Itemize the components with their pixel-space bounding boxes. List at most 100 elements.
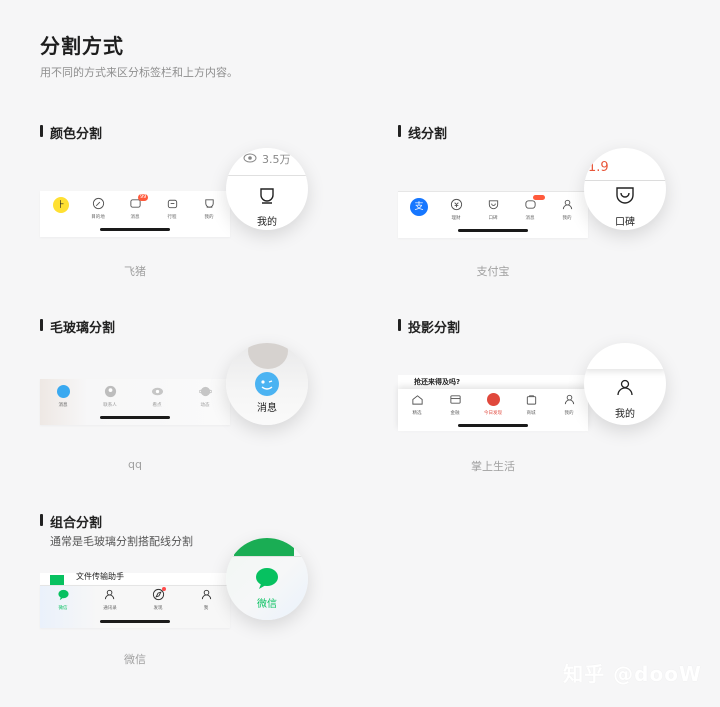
banner-text: 抢还来得及吗? <box>414 378 461 386</box>
caption-alipay: 支付宝 <box>476 265 510 278</box>
caption-qq: qq <box>128 458 142 471</box>
zoom-label: 我的 <box>257 217 277 228</box>
message-icon <box>524 200 536 209</box>
user-icon <box>617 379 633 396</box>
contacts-icon <box>104 385 116 398</box>
page-title: 分割方式 <box>40 34 124 58</box>
view-count: 3.5万 <box>262 153 291 166</box>
alipay-zoom-circle: 1.9 口碑 <box>584 148 666 230</box>
divider-line <box>584 180 666 181</box>
message-icon <box>129 199 141 208</box>
shadow-strip <box>584 343 666 369</box>
tab-label: 口碑 <box>488 215 498 221</box>
user-icon <box>204 199 214 208</box>
tab-destination[interactable]: 目的地 <box>83 197 113 220</box>
qq-tabbar: 消息 联系人 看点 动态 <box>40 379 230 425</box>
qq-zoom-circle: 消息 <box>226 343 308 425</box>
bag-icon <box>526 395 536 405</box>
home-indicator <box>458 229 528 232</box>
home-icon <box>411 395 423 405</box>
tab-trip[interactable]: 行程 <box>157 197 187 220</box>
divider <box>226 175 308 176</box>
tab-label: 金融 <box>450 410 460 416</box>
tab-discover[interactable]: 发现 <box>143 587 173 611</box>
zoom-label: 口碑 <box>615 217 635 228</box>
tab-label: 发现 <box>153 605 163 611</box>
tab-messages[interactable]: 消息 <box>48 385 78 408</box>
tab-finance[interactable]: 金融 <box>440 393 470 416</box>
chat-bubble-icon <box>57 589 69 601</box>
wechat-zoom-circle: 微信 <box>226 538 308 620</box>
tab-label: 动态 <box>200 402 210 408</box>
section-title-combo: 组合分割 <box>40 512 102 531</box>
qq-message-icon <box>56 385 70 398</box>
tab-home[interactable]: 支 <box>404 198 434 216</box>
tab-featured[interactable]: 精选 <box>402 393 432 416</box>
home-indicator <box>100 620 170 623</box>
alipay-tabbar: 支 理财 口碑 消息 我的 <box>398 191 588 238</box>
caption-cmb: 掌上生活 <box>471 460 515 473</box>
section-subtitle-combo: 通常是毛玻璃分割搭配线分割 <box>50 535 193 548</box>
section-title-shadow: 投影分割 <box>398 317 460 336</box>
coin-icon <box>450 198 462 211</box>
tab-discover[interactable]: 今日发现 <box>478 393 508 416</box>
zoom-label: 微信 <box>257 599 277 610</box>
tab-label: 我的 <box>562 215 572 221</box>
tab-koubei[interactable]: 口碑 <box>478 198 508 221</box>
tab-label: 理财 <box>451 215 461 221</box>
price-text: 1.9 <box>588 160 609 175</box>
tab-contacts[interactable]: 通讯录 <box>95 588 125 611</box>
tab-label: 我 <box>203 605 209 611</box>
tab-label: 行程 <box>167 214 177 220</box>
tab-messages[interactable]: 消息 <box>515 195 545 221</box>
tab-me[interactable]: 我的 <box>194 197 224 220</box>
caption-wechat: 微信 <box>124 653 146 666</box>
home-indicator <box>100 416 170 419</box>
tab-wealth[interactable]: 理财 <box>441 198 471 221</box>
section-title-color: 颜色分割 <box>40 123 102 142</box>
tab-chats[interactable]: 微信 <box>48 588 78 611</box>
tab-label: 消息 <box>130 214 140 220</box>
tab-contacts[interactable]: 联系人 <box>95 385 125 408</box>
message-badge: 99 <box>138 194 149 201</box>
tab-me[interactable]: 我的 <box>554 393 584 416</box>
chat-bubble-icon <box>256 568 278 589</box>
chat-avatar-peek <box>234 538 294 556</box>
tab-label: 今日发现 <box>483 410 502 416</box>
tab-kandian[interactable]: 看点 <box>142 385 172 408</box>
tab-feeds[interactable]: 动态 <box>190 385 220 408</box>
home-indicator <box>458 424 528 427</box>
contacts-icon <box>104 589 114 600</box>
tab-label: 联系人 <box>103 402 117 408</box>
user-icon <box>260 188 274 204</box>
tab-messages[interactable]: 99 消息 <box>120 194 150 220</box>
tab-home[interactable]: ⺊ <box>46 197 76 213</box>
eye-icon <box>243 153 257 163</box>
eye-icon <box>151 387 163 396</box>
fliggy-logo-icon: ⺊ <box>53 197 69 213</box>
user-icon <box>201 589 211 600</box>
zoom-label: 我的 <box>615 409 635 420</box>
tab-label: 微信 <box>58 605 68 611</box>
alipay-logo-icon: 支 <box>410 198 428 216</box>
tab-me[interactable]: 我 <box>191 588 221 611</box>
content-area: 抢还来得及吗? <box>398 375 588 389</box>
tab-label: 商城 <box>526 410 536 416</box>
caption-fliggy: 飞猪 <box>124 265 146 278</box>
compass-icon <box>92 197 104 210</box>
tab-label: 消息 <box>58 402 68 408</box>
divider-line <box>230 556 304 557</box>
tab-me[interactable]: 我的 <box>552 198 582 221</box>
tab-label: 通讯录 <box>103 605 117 611</box>
tab-mall[interactable]: 商城 <box>516 393 546 416</box>
user-icon <box>564 394 574 405</box>
tab-label: 我的 <box>564 410 574 416</box>
cmb-zoom-circle: 我的 <box>584 343 666 425</box>
fliggy-tabbar: ⺊ 目的地 99 消息 行程 我的 <box>40 191 230 237</box>
smile-bag-icon <box>616 187 634 204</box>
tab-label: 目的地 <box>91 214 105 220</box>
section-title-line: 线分割 <box>398 123 447 142</box>
page-subtitle: 用不同的方式来区分标签栏和上方内容。 <box>40 66 238 79</box>
chat-row: 文件传输助手 <box>40 572 230 585</box>
notification-dot <box>162 587 166 591</box>
